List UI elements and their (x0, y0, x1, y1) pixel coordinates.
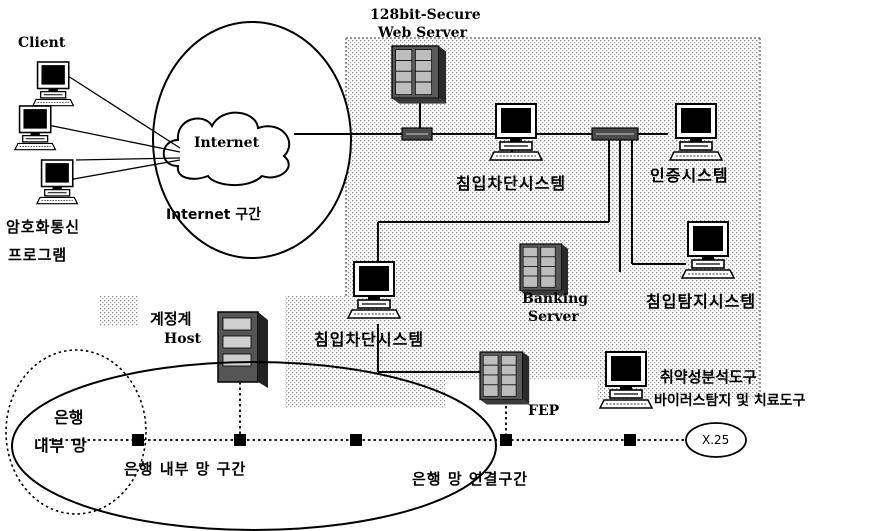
link-node-5 (624, 434, 636, 446)
banking-server-icon (520, 244, 568, 295)
link-node-2 (234, 434, 246, 446)
vuln-tool-pc-icon (600, 352, 652, 408)
bank-link-zone-label: 은행 망 연결구간 (412, 472, 528, 487)
link-node-4 (500, 434, 512, 446)
web-server-icon (392, 46, 446, 104)
web-server-label-2: Web Server (378, 26, 467, 40)
internal-net-label-1: 은행 (54, 410, 83, 426)
x25-label: X.25 (702, 434, 729, 446)
client-pc-icon-2 (15, 106, 56, 150)
account-host-icon (218, 312, 268, 388)
client-label: Client (18, 36, 65, 50)
internal-zone-label: 은행 내부 망 구간 (124, 462, 246, 477)
internal-net-ellipse (6, 350, 146, 514)
bank-link-nodes (132, 434, 636, 446)
account-host-label-2: Host (164, 332, 201, 346)
auth-system-pc-icon (670, 104, 722, 160)
fep-label: FEP (528, 404, 559, 418)
banking-server-label-2: Server (528, 310, 579, 324)
auth-system-label: 인증시스템 (650, 168, 729, 184)
link-node-1 (132, 434, 144, 446)
crypto-program-label-1: 암호화통신 (6, 220, 80, 235)
account-host-label-1: 계정계 (150, 312, 191, 327)
internet-zone-label: Internet 구간 (166, 208, 261, 222)
virus-tool-label: 바이러스탐지 및 치료도구 (654, 394, 805, 408)
firewall-bottom-pc-icon (348, 262, 400, 318)
internet-label: Internet (194, 136, 259, 150)
client-pc-icon-1 (33, 62, 74, 106)
firewall-top-label: 침입차단시스템 (456, 176, 566, 192)
banking-server-label-1: Banking (522, 292, 588, 306)
hub-icon-right (592, 128, 638, 140)
firewall-top-pc-icon (490, 104, 542, 160)
crypto-program-label-2: 프로그램 (8, 248, 67, 263)
client-pc-icon-3 (37, 160, 78, 204)
web-server-label-1: 128bit-Secure (370, 8, 481, 22)
ids-label: 침입탐지시스템 (646, 294, 756, 310)
link-node-3 (350, 434, 362, 446)
ids-pc-icon (682, 222, 734, 278)
hub-icon-left (402, 128, 432, 140)
vuln-tool-label: 취약성분석도구 (660, 370, 757, 385)
fep-server-icon (480, 352, 529, 404)
internal-net-label-2: 내부 망 (34, 438, 88, 454)
firewall-bottom-label: 침입차단시스템 (314, 332, 424, 348)
